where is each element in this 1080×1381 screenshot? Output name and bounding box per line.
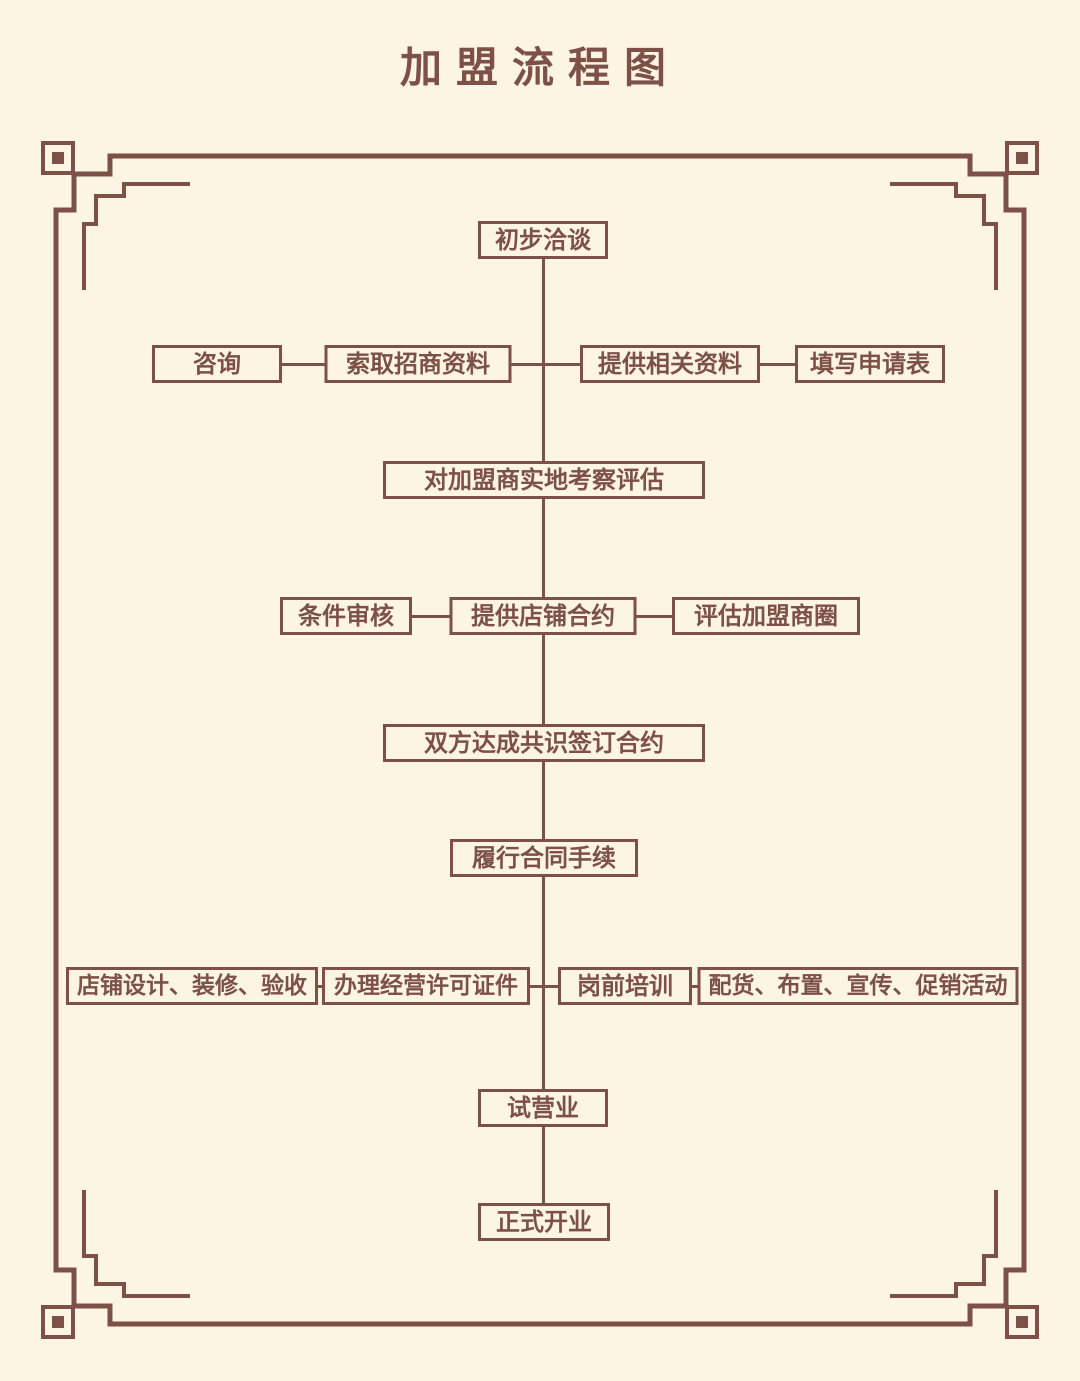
- flow-node-sign-contract: 双方达成共识签订合约: [383, 724, 705, 762]
- flow-node-contract-procedures: 履行合同手续: [450, 839, 638, 877]
- flow-node-provide-shop-contract: 提供店铺合约: [449, 597, 637, 635]
- flow-node-evaluate-trade-area: 评估加盟商圈: [672, 597, 860, 635]
- flow-node-pre-job-training: 岗前培训: [558, 967, 692, 1005]
- connector-row1-horizontal: [217, 363, 870, 366]
- flow-node-fill-application: 填写申请表: [795, 345, 945, 383]
- flow-node-business-license: 办理经营许可证件: [322, 967, 530, 1005]
- page-title: 加盟流程图: [399, 43, 680, 92]
- flow-node-shop-design-renovation: 店铺设计、装修、验收: [66, 967, 318, 1005]
- flow-node-provide-materials: 提供相关资料: [580, 345, 760, 383]
- flow-node-condition-review: 条件审核: [280, 597, 412, 635]
- flow-node-request-materials: 索取招商资料: [324, 345, 512, 383]
- flow-node-consult: 咨询: [152, 345, 282, 383]
- flow-node-trial-operation: 试营业: [478, 1089, 608, 1127]
- flow-node-initial-negotiation: 初步洽谈: [478, 221, 608, 259]
- flow-node-goods-layout-promotion: 配货、布置、宣传、促销活动: [697, 967, 1019, 1005]
- flow-node-grand-opening: 正式开业: [478, 1203, 610, 1241]
- flow-node-site-inspection-evaluation: 对加盟商实地考察评估: [383, 461, 705, 499]
